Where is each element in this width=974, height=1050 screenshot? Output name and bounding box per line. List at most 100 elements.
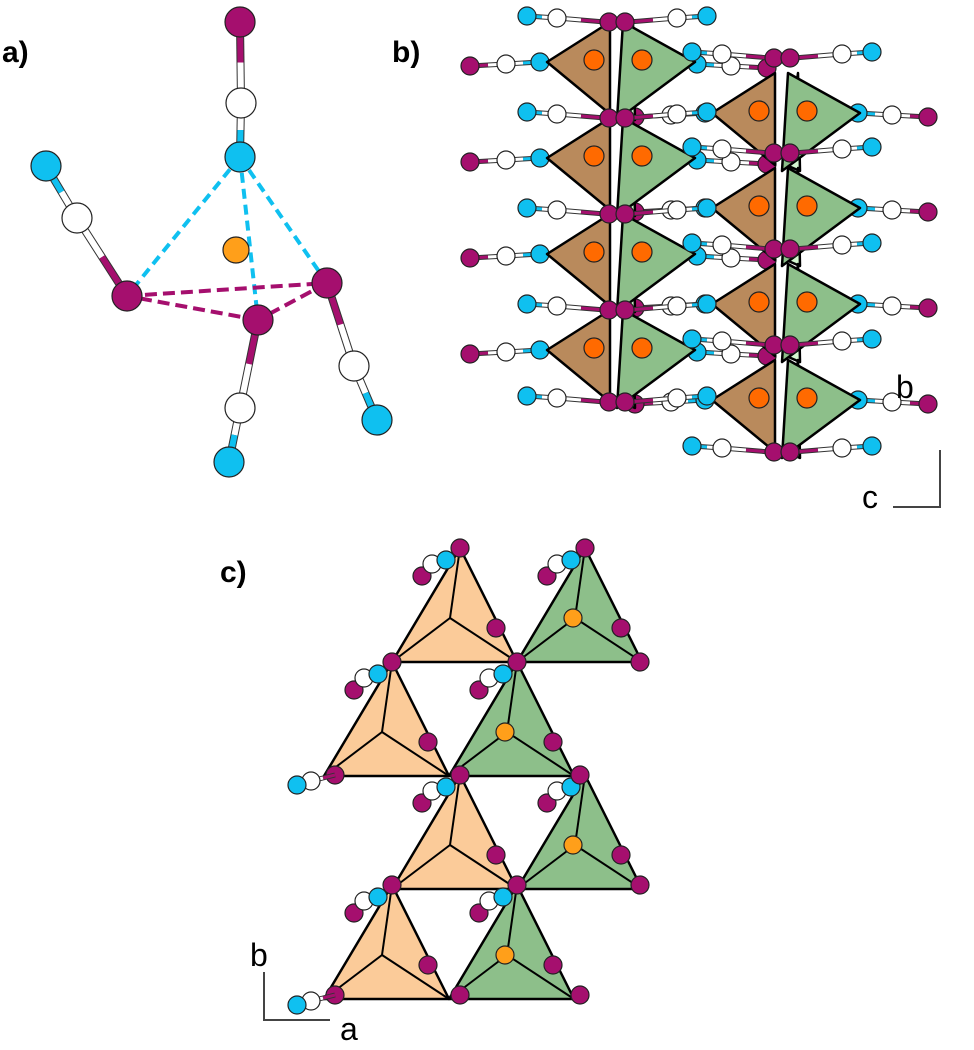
- cyan-atom: [862, 329, 882, 349]
- cyan-atom: [862, 436, 882, 456]
- tetrahedron-edge: [506, 661, 518, 733]
- tetrahedron-edge: [381, 954, 450, 1000]
- tetrahedron-face-green: [615, 20, 697, 122]
- cyan-atom: [697, 386, 717, 406]
- magenta-atom: [570, 765, 590, 785]
- magenta-atom: [764, 442, 784, 462]
- tetrahedron-face-brown: [545, 212, 612, 308]
- magenta-atom: [450, 985, 470, 1005]
- orange-atom: [495, 722, 515, 742]
- cyan-atom: [682, 329, 702, 349]
- tetrahedron-face-green: [615, 212, 697, 314]
- tetrahedron-peach: [390, 546, 519, 664]
- panel-c-label: c): [220, 556, 247, 589]
- tetrahedron-edge: [381, 731, 450, 777]
- cyan-atom: [682, 233, 702, 253]
- magenta-atom: [599, 12, 619, 32]
- bond-half: [322, 993, 336, 1000]
- magenta-atom: [599, 300, 619, 320]
- white-atom: [667, 104, 687, 124]
- magenta-atom: [780, 48, 800, 68]
- tetrahedron-edge: [381, 661, 393, 733]
- cyan-atom: [30, 150, 62, 182]
- tetrahedron-edge: [516, 844, 576, 890]
- cyan-atom: [682, 42, 702, 62]
- orange-atom: [563, 608, 583, 628]
- tetrahedron-peach: [322, 660, 451, 778]
- cyan-atom: [517, 198, 537, 218]
- cyan-atom: [213, 446, 245, 478]
- white-atom: [882, 200, 902, 220]
- orange-atom: [748, 100, 770, 122]
- panel-b-axis-c-label: c: [862, 479, 878, 515]
- cyan-atom: [517, 102, 537, 122]
- magenta-atom: [111, 280, 143, 312]
- white-atom: [721, 152, 741, 172]
- tetrahedron-edge: [449, 844, 518, 890]
- white-atom: [496, 246, 516, 266]
- magenta-atom: [382, 875, 402, 895]
- cyan-atom: [517, 386, 537, 406]
- bond-half: [322, 773, 336, 780]
- cyan-atom: [697, 294, 717, 314]
- tetrahedron-face-green: [615, 308, 697, 410]
- tetrahedron-edge: [506, 954, 575, 1000]
- magenta-atom: [764, 143, 784, 163]
- magenta-atom: [599, 108, 619, 128]
- white-atom: [496, 150, 516, 170]
- white-atom: [547, 200, 567, 220]
- tetrahedron-face-green: [780, 71, 862, 173]
- tetrahedron-edge: [449, 547, 461, 619]
- magenta-atom: [460, 56, 480, 76]
- cyan-atom: [361, 404, 393, 436]
- magenta-atom: [543, 732, 563, 752]
- cyan-atom: [561, 550, 581, 570]
- tetrahedron-green: [515, 546, 644, 664]
- magenta-atom: [780, 143, 800, 163]
- cyan-atom: [493, 664, 513, 684]
- white-atom: [496, 342, 516, 362]
- orange-atom: [796, 387, 818, 409]
- magenta-atom: [615, 392, 635, 412]
- magenta-atom: [418, 955, 438, 975]
- orange-atom: [796, 195, 818, 217]
- orange-atom: [631, 145, 653, 167]
- tetrahedron-edge: [506, 731, 575, 777]
- magenta-atom: [615, 108, 635, 128]
- tetrahedron-edge: [391, 844, 451, 890]
- magenta-atom: [599, 204, 619, 224]
- orange-atom: [583, 145, 605, 167]
- magenta-atom: [460, 248, 480, 268]
- orange-atom: [495, 945, 515, 965]
- tetrahedron-face-green: [780, 262, 862, 364]
- white-atom: [882, 392, 902, 412]
- orange-atom: [563, 835, 583, 855]
- tetrahedron-green: [515, 773, 644, 891]
- cyan-atom: [368, 664, 388, 684]
- white-atom: [667, 388, 687, 408]
- tetrahedron-edge: [381, 884, 393, 956]
- magenta-atom: [599, 392, 619, 412]
- tetrahedron-edge: [574, 774, 586, 846]
- white-atom: [832, 139, 852, 159]
- white-atom: [832, 235, 852, 255]
- white-atom: [547, 104, 567, 124]
- panel-b-axis-b-label: b: [896, 369, 914, 405]
- tetrahedron-face-brown: [710, 166, 777, 262]
- magenta-atom: [611, 618, 631, 638]
- magenta-atom: [764, 335, 784, 355]
- magenta-atom: [918, 298, 938, 318]
- white-atom: [61, 202, 93, 234]
- cyan-atom: [368, 887, 388, 907]
- magenta-atom: [918, 394, 938, 414]
- cyan-atom: [682, 137, 702, 157]
- magenta-atom: [242, 304, 274, 336]
- panel-b-label: b): [392, 36, 420, 69]
- magenta-atom: [918, 202, 938, 222]
- cyan-atom: [436, 550, 456, 570]
- cyan-atom: [517, 6, 537, 26]
- tetrahedron-edge: [574, 844, 643, 890]
- tetrahedron-edge: [516, 617, 576, 663]
- white-atom: [721, 248, 741, 268]
- cyan-atom: [517, 294, 537, 314]
